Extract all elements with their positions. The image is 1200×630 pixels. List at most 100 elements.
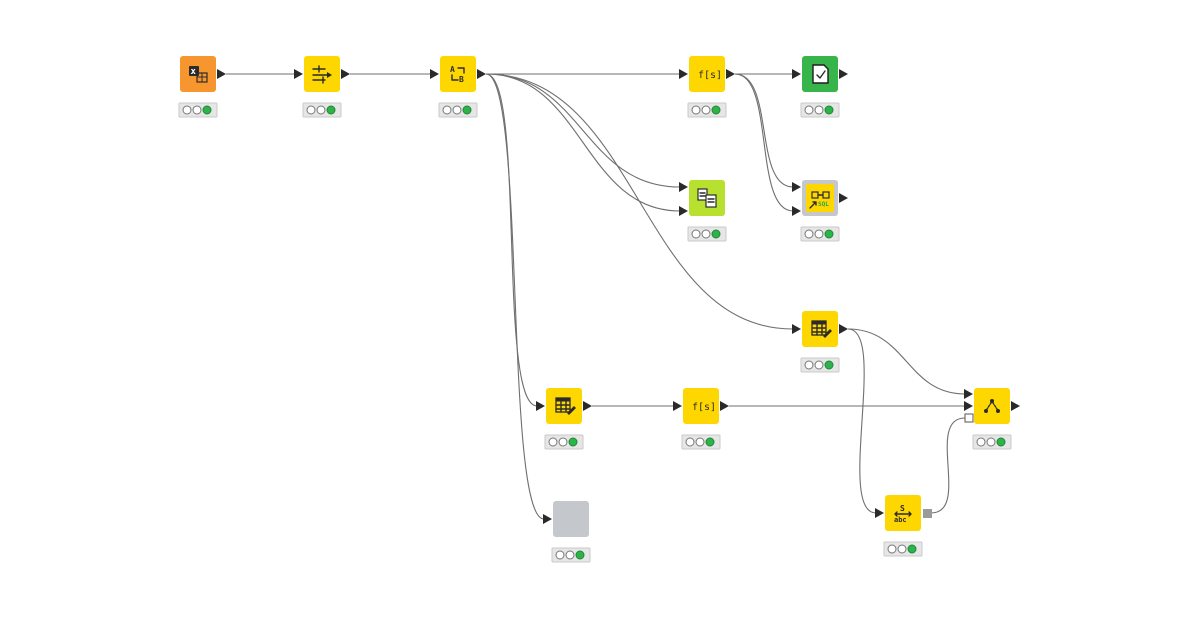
node-body — [885, 495, 921, 531]
status-indicator — [800, 357, 840, 373]
output-port[interactable] — [720, 401, 729, 411]
output-port[interactable] — [477, 69, 486, 79]
connection-edge[interactable] — [485, 73, 681, 212]
status-light-red — [442, 105, 452, 115]
input-port[interactable] — [679, 206, 688, 216]
status-light-yellow — [565, 550, 575, 560]
status-light-yellow — [192, 105, 202, 115]
node-excel-reader[interactable]: x — [178, 56, 226, 118]
output-port[interactable] — [839, 193, 848, 203]
status-light-yellow — [452, 105, 462, 115]
concatenate-icon — [984, 399, 1000, 413]
connection-edge[interactable] — [485, 73, 794, 330]
input-port[interactable] — [964, 389, 973, 399]
svg-text:SQL: SQL — [818, 201, 829, 208]
node-metanode-empty[interactable] — [543, 501, 591, 563]
connection-edge[interactable] — [930, 417, 966, 514]
input-port[interactable] — [673, 401, 682, 411]
input-port[interactable] — [679, 69, 688, 79]
output-port[interactable] — [839, 324, 848, 334]
svg-text:B: B — [459, 75, 464, 84]
status-light-red — [976, 437, 986, 447]
output-port[interactable] — [583, 401, 592, 411]
svg-text:A: A — [450, 65, 455, 74]
status-light-green — [711, 105, 721, 115]
input-port[interactable] — [792, 182, 801, 192]
status-indicator — [972, 434, 1012, 450]
output-port[interactable] — [726, 69, 735, 79]
connection-edge[interactable] — [734, 73, 794, 212]
node-table-editor-1[interactable] — [792, 311, 848, 373]
status-indicator — [551, 547, 591, 563]
status-indicator — [302, 102, 342, 118]
input-port[interactable] — [792, 206, 801, 216]
optional-input-port[interactable] — [964, 413, 974, 423]
svg-text:abc: abc — [894, 516, 907, 524]
node-string-manipulation-2[interactable]: f[s] — [673, 388, 729, 450]
input-port[interactable] — [679, 182, 688, 192]
status-light-red — [555, 550, 565, 560]
excel-reader-icon: x — [189, 66, 208, 83]
status-light-green — [568, 437, 578, 447]
status-light-green — [996, 437, 1006, 447]
node-concatenate[interactable] — [964, 388, 1020, 450]
node-table-editor-2[interactable] — [536, 388, 592, 450]
node-body — [802, 311, 838, 347]
node-body — [546, 388, 582, 424]
connection-edge[interactable] — [847, 328, 877, 514]
variable-output-port[interactable] — [923, 509, 932, 518]
status-indicator — [544, 434, 584, 450]
status-light-green — [462, 105, 472, 115]
status-light-red — [804, 229, 814, 239]
string-manipulation-icon: f[s] — [692, 402, 716, 413]
node-joiner-like[interactable] — [679, 180, 727, 242]
output-port[interactable] — [839, 69, 848, 79]
input-port[interactable] — [536, 401, 545, 411]
status-light-red — [182, 105, 192, 115]
input-port[interactable] — [875, 508, 884, 518]
status-light-red — [804, 360, 814, 370]
status-light-yellow — [897, 544, 907, 554]
status-indicator — [687, 102, 727, 118]
status-light-green — [705, 437, 715, 447]
connection-edge[interactable] — [485, 73, 545, 520]
status-light-green — [824, 360, 834, 370]
status-light-red — [804, 105, 814, 115]
status-light-yellow — [701, 229, 711, 239]
input-port[interactable] — [543, 514, 552, 524]
node-table-validator[interactable] — [792, 56, 848, 118]
table-validator-icon — [812, 64, 829, 84]
output-port[interactable] — [341, 69, 350, 79]
connection-edge[interactable] — [847, 328, 966, 395]
connection-edge[interactable] — [485, 73, 538, 407]
table-edit-icon — [811, 320, 832, 338]
status-light-yellow — [814, 229, 824, 239]
input-port[interactable] — [294, 69, 303, 79]
connection-edge[interactable] — [485, 73, 681, 188]
status-light-red — [887, 544, 897, 554]
input-port[interactable] — [792, 69, 801, 79]
status-light-green — [575, 550, 585, 560]
input-port[interactable] — [430, 69, 439, 79]
connection-edge[interactable] — [734, 73, 794, 188]
status-indicator — [681, 434, 721, 450]
output-port[interactable] — [1011, 401, 1020, 411]
node-body — [553, 501, 589, 537]
node-column-rename[interactable]: AB — [430, 56, 486, 118]
node-string-manipulation-1[interactable]: f[s] — [679, 56, 735, 118]
node-body — [440, 56, 476, 92]
output-port[interactable] — [217, 69, 226, 79]
status-light-green — [824, 229, 834, 239]
status-light-yellow — [695, 437, 705, 447]
input-port[interactable] — [964, 401, 973, 411]
input-port[interactable] — [792, 324, 801, 334]
status-light-red — [691, 229, 701, 239]
node-column-filter[interactable] — [294, 56, 350, 118]
column-filter-icon — [312, 65, 332, 84]
svg-text:S: S — [900, 504, 905, 513]
node-database-writer[interactable]: SQL — [792, 180, 848, 242]
status-light-red — [548, 437, 558, 447]
status-light-green — [824, 105, 834, 115]
